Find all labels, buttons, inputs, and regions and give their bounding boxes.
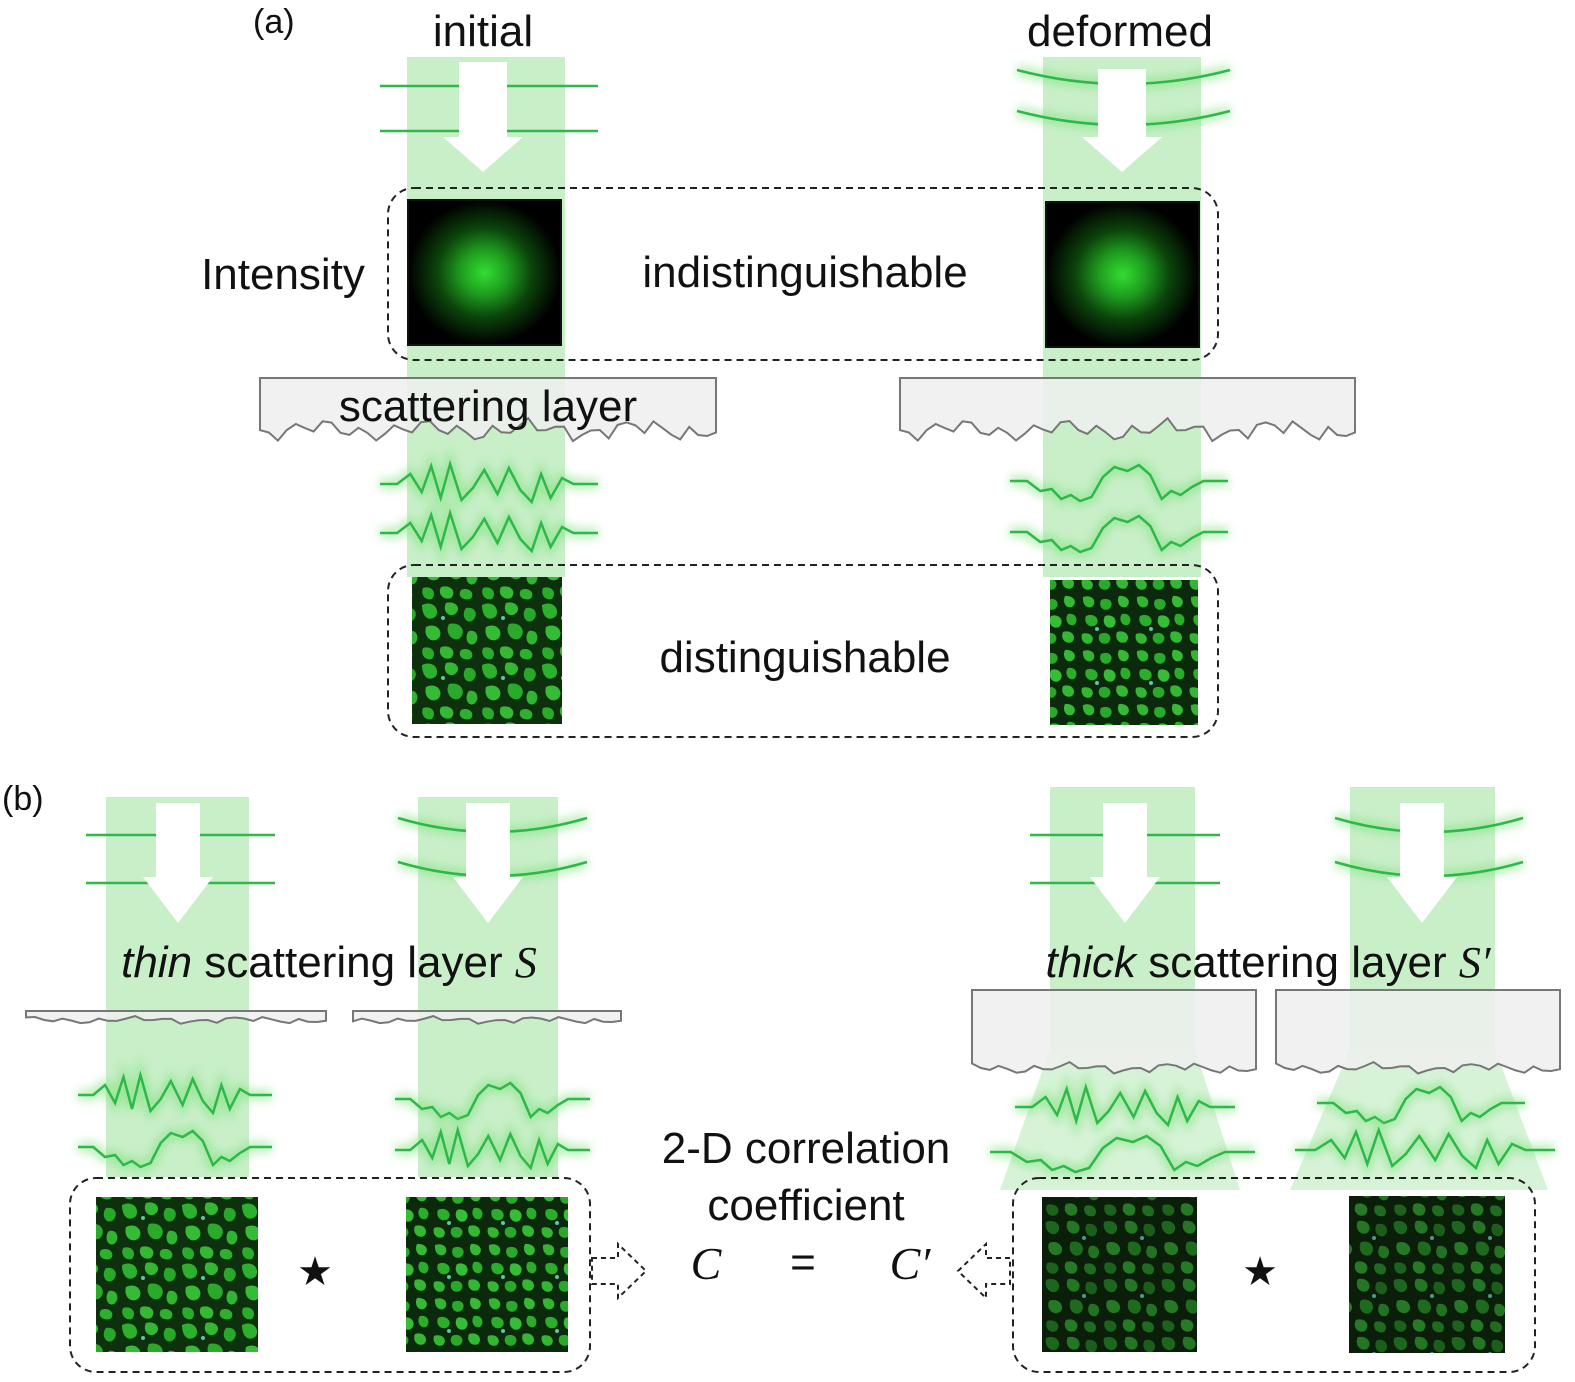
propagation-arrows: [143, 62, 1457, 923]
scattering-layer-initial: [259, 377, 717, 443]
indistinguishable-label: indistinguishable: [642, 248, 967, 297]
down-arrow: [1387, 803, 1457, 923]
c-thick-symbol: C′: [890, 1238, 932, 1289]
speckle-image: [96, 1197, 258, 1352]
panel-a-label: (a): [253, 3, 295, 41]
scattered-wavefront: [395, 1081, 590, 1121]
thick-caption-rest: scattering layer: [1136, 938, 1459, 987]
scattered-wavefront: [1317, 1085, 1525, 1125]
scattering-layer-deformed: [899, 377, 1356, 443]
scattered-wavefront: [1015, 1082, 1235, 1128]
down-arrow: [1082, 69, 1162, 172]
speckle-image: [412, 577, 562, 724]
thin-word: thin: [121, 938, 192, 987]
scattered-wavefront: [990, 1134, 1255, 1174]
down-arrow: [143, 803, 213, 923]
thin-caption-rest: scattering layer: [192, 938, 515, 987]
intensity-image: [1045, 201, 1200, 348]
down-arrow: [443, 62, 523, 172]
speckle-image: [1042, 1197, 1197, 1352]
dashed-group-box: [69, 1177, 591, 1373]
c-thin-symbol: C: [691, 1238, 723, 1289]
deformed-label: deformed: [1027, 7, 1213, 56]
thin-layer-1: [25, 1010, 327, 1025]
scattered-wavefront: [380, 459, 598, 505]
thin-layer-symbol: S: [515, 938, 537, 987]
camera-images: [96, 199, 1505, 1353]
wavefronts: [78, 65, 1555, 1180]
scattered-wavefront: [1295, 1126, 1555, 1171]
thin-layer-2: [352, 1010, 622, 1025]
thin-layer-caption: thin scattering layer S: [121, 938, 537, 987]
speckle-image: [406, 1197, 568, 1352]
scattered-wavefront: [78, 1129, 272, 1169]
dashed-boxes: [69, 187, 1536, 1373]
scattered-wavefront: [78, 1070, 272, 1116]
down-arrow: [1090, 803, 1160, 923]
arrow-to-c-prime: [956, 1241, 1011, 1301]
scattering-layer-label: scattering layer: [339, 382, 637, 431]
equals-sign: =: [790, 1238, 816, 1287]
scattering-layers: [25, 377, 1561, 1075]
spreading-beam: [1000, 1049, 1240, 1190]
intensity-image: [407, 199, 562, 346]
scattered-wavefront: [380, 508, 598, 554]
thick-layer-2: [1275, 989, 1561, 1075]
scattered-wavefront: [395, 1125, 590, 1171]
thick-layer-1: [971, 989, 1257, 1075]
scattered-wavefront: [1010, 463, 1228, 503]
thick-layer-symbol: S′: [1459, 938, 1492, 987]
speckle-image: [1349, 1196, 1505, 1353]
down-arrow: [453, 803, 523, 923]
initial-label: initial: [433, 7, 533, 56]
correlation-star-thick: ★: [1242, 1250, 1278, 1294]
scattered-wavefront: [1010, 514, 1228, 554]
correlation-label-line1: 2-D correlation: [662, 1124, 951, 1173]
speckle-image: [1050, 580, 1198, 725]
arrow-to-c: [591, 1241, 648, 1301]
thick-word: thick: [1046, 938, 1138, 987]
correlation-label-line2: coefficient: [707, 1181, 904, 1230]
correlation-star-thin: ★: [297, 1250, 333, 1294]
thick-layer-caption: thick scattering layer S′: [1046, 938, 1492, 987]
dashed-group-box: [1012, 1177, 1536, 1373]
dashed-group-box: [387, 187, 1219, 361]
distinguishable-label: distinguishable: [659, 633, 950, 682]
dashed-group-box: [387, 564, 1219, 738]
panel-b-label: (b): [2, 780, 44, 818]
intensity-label: Intensity: [201, 250, 365, 299]
